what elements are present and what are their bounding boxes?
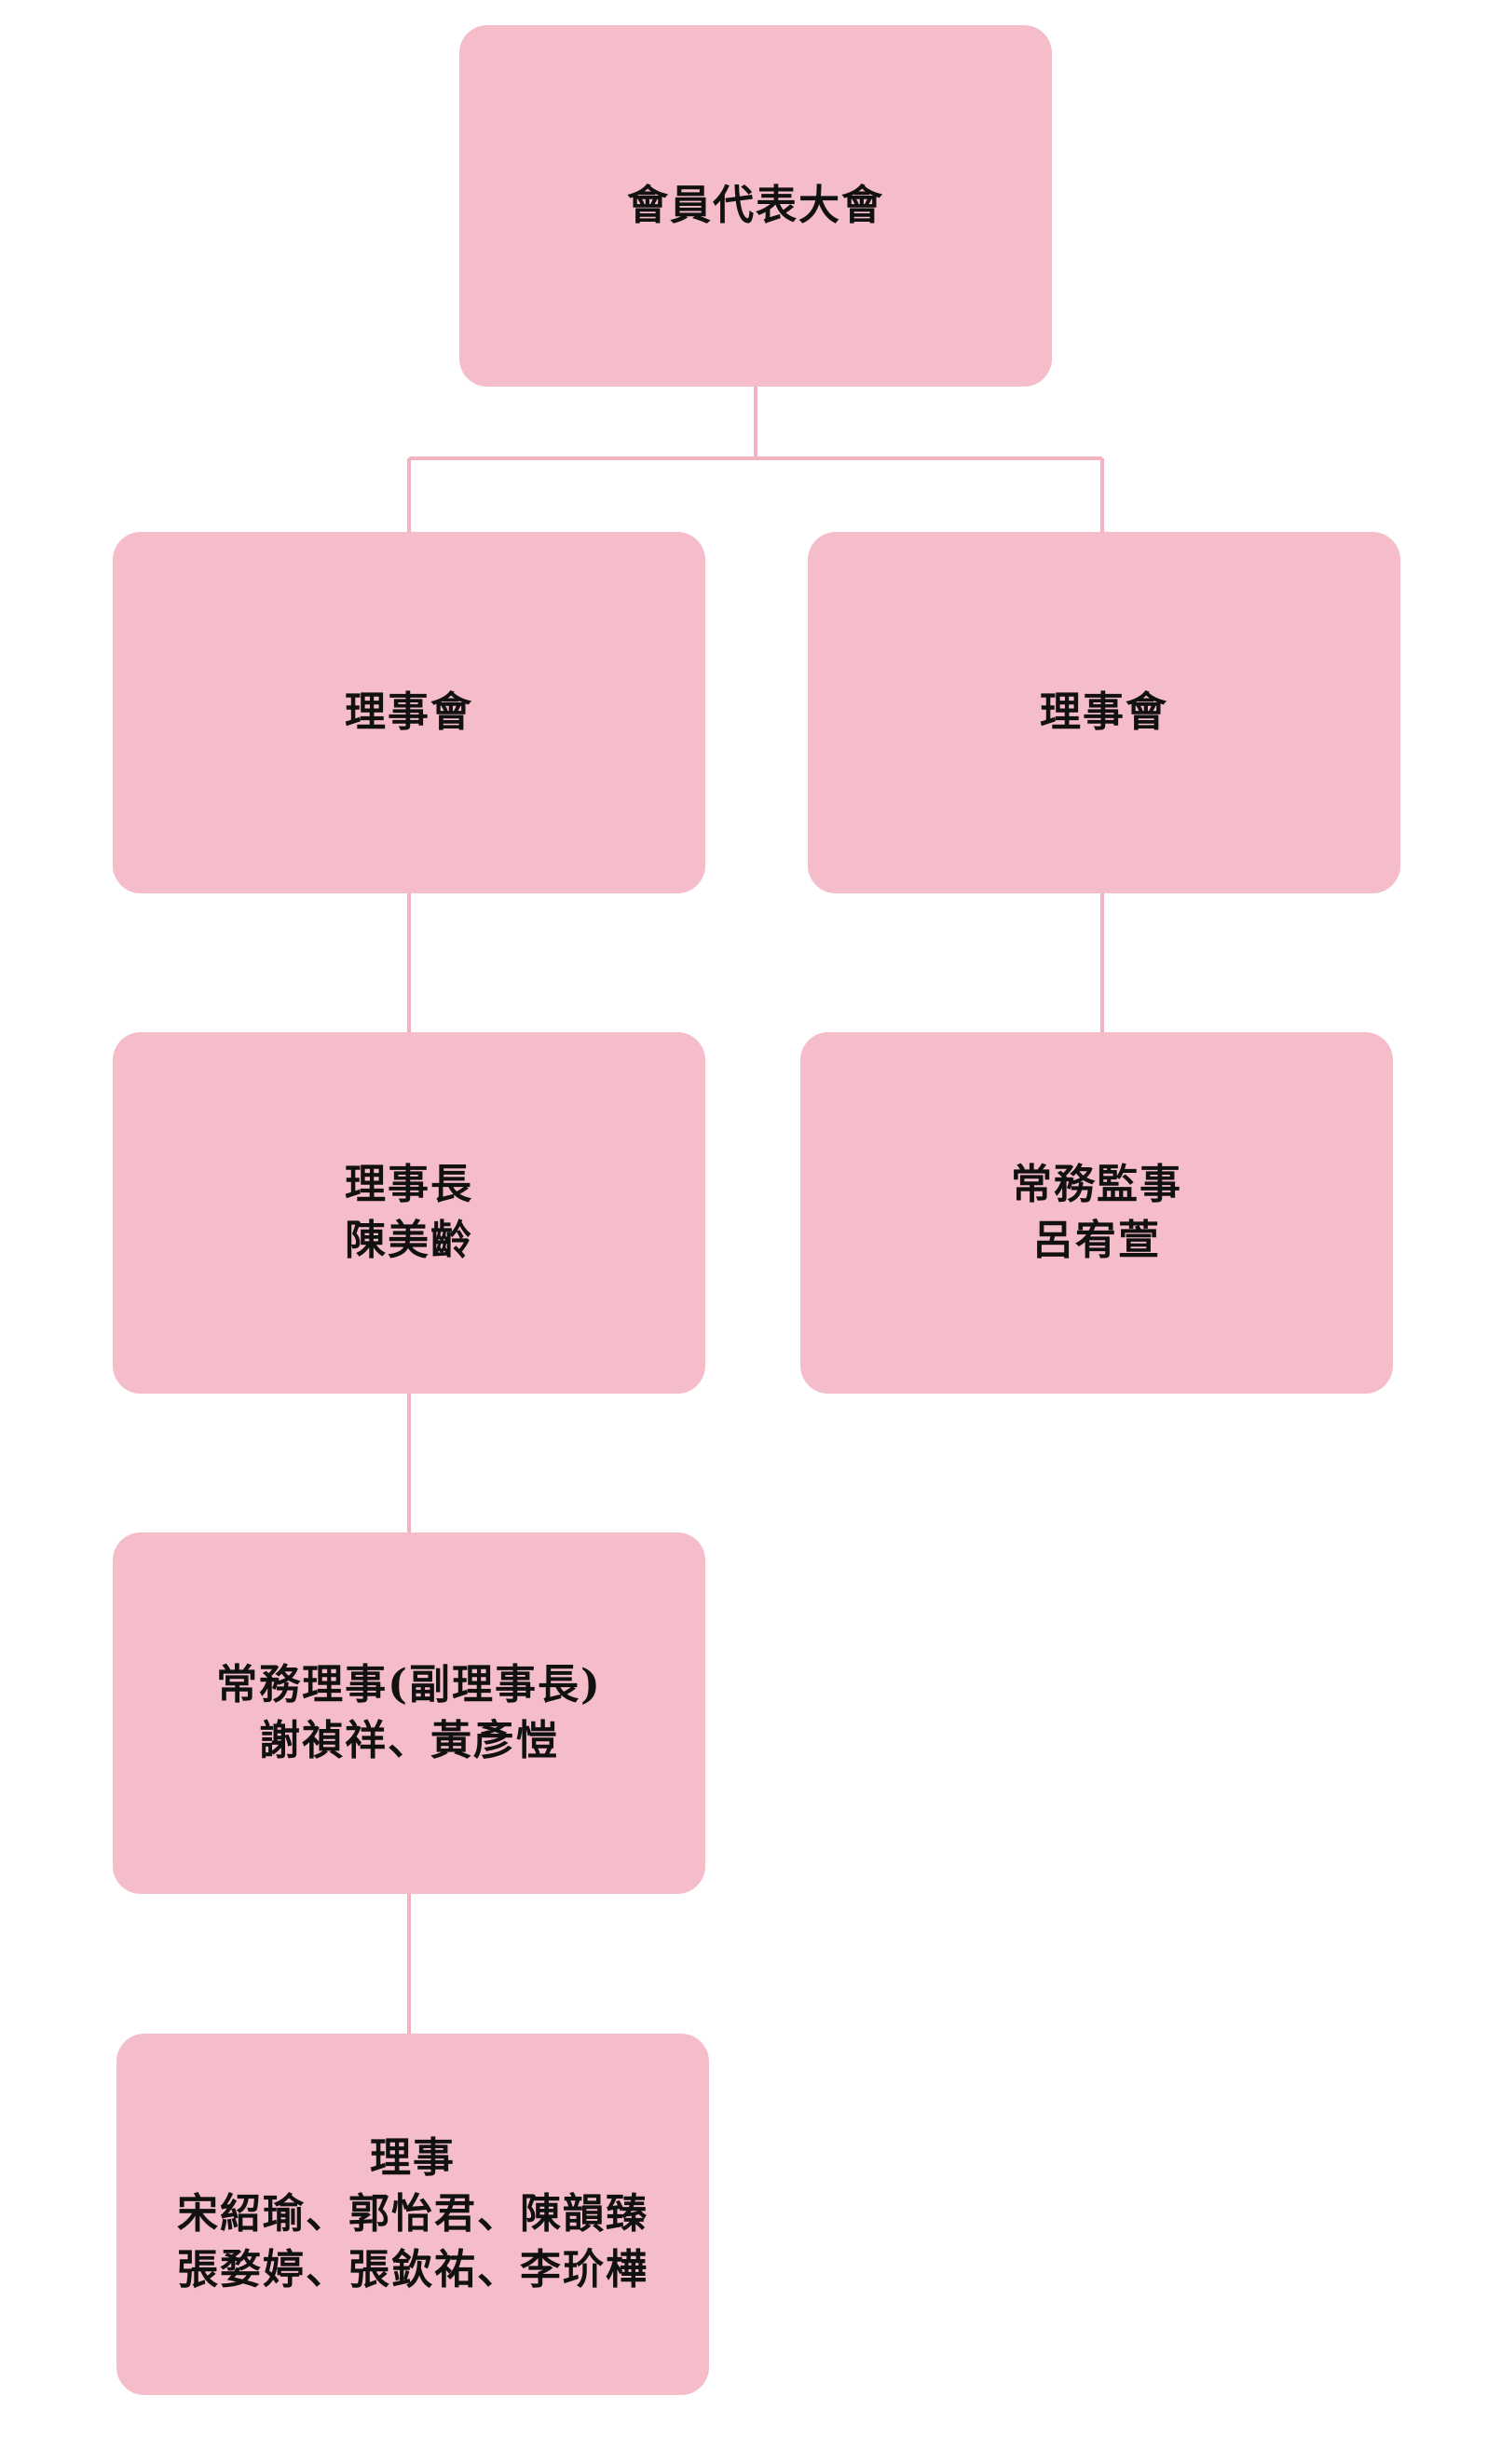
node-directors: 理事 宋紹瑜、郭怡君、陳韻臻 張婺婷、張欽祐、李玠樺 bbox=[116, 2034, 709, 2395]
node-standing-supervisor: 常務監事 呂宥萱 bbox=[800, 1032, 1393, 1394]
node-title: 理事 bbox=[370, 2134, 456, 2182]
node-title: 理事長 bbox=[345, 1161, 473, 1208]
node-member-names: 謝禎祥、黃彥愷 bbox=[259, 1717, 559, 1764]
node-title: 理事會 bbox=[345, 688, 473, 736]
node-board-of-directors-right: 理事會 bbox=[808, 532, 1400, 893]
node-title: 常務理事(副理事長) bbox=[216, 1661, 602, 1708]
node-member-names: 張婺婷、張欽祐、李玠樺 bbox=[177, 2246, 648, 2294]
node-member-names: 陳美齡 bbox=[345, 1217, 473, 1264]
node-title: 理事會 bbox=[1040, 688, 1168, 736]
node-member-names: 呂宥萱 bbox=[1032, 1217, 1161, 1264]
node-standing-directors: 常務理事(副理事長) 謝禎祥、黃彥愷 bbox=[113, 1532, 705, 1894]
node-title: 會員代表大會 bbox=[627, 182, 884, 229]
node-chairperson: 理事長 陳美齡 bbox=[113, 1032, 705, 1394]
node-members-assembly: 會員代表大會 bbox=[459, 25, 1052, 387]
node-member-names: 宋紹瑜、郭怡君、陳韻臻 bbox=[177, 2190, 648, 2238]
node-title: 常務監事 bbox=[1011, 1161, 1182, 1208]
node-board-of-directors: 理事會 bbox=[113, 532, 705, 893]
